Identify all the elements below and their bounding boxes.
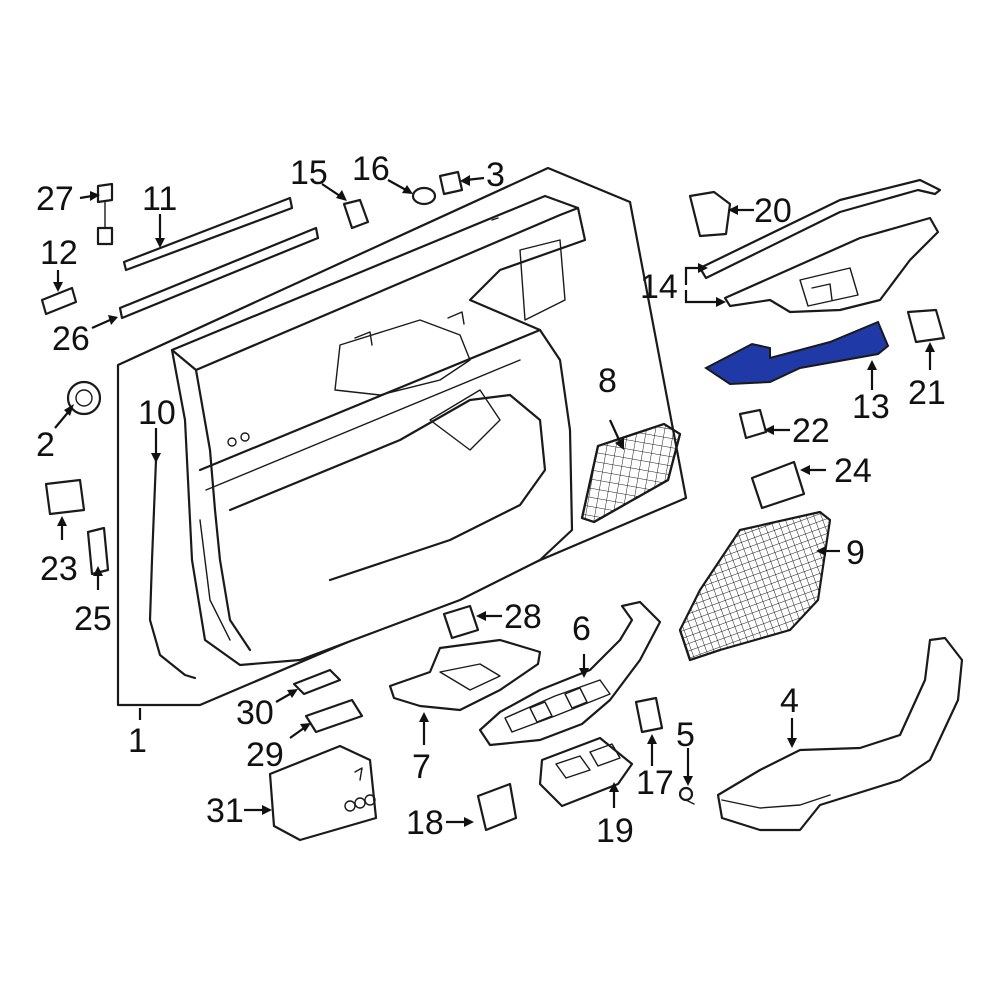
part-25-cover bbox=[86, 526, 110, 576]
upper-trim-strips bbox=[698, 178, 942, 314]
callout-13: 13 bbox=[852, 388, 890, 426]
callout-6: 6 bbox=[572, 610, 591, 648]
callout-10: 10 bbox=[138, 394, 176, 432]
callout-23: 23 bbox=[40, 550, 78, 588]
callout-21: 21 bbox=[908, 374, 946, 412]
callout-17: 17 bbox=[636, 764, 674, 802]
callout-9: 9 bbox=[846, 534, 865, 572]
part-27-connector bbox=[96, 182, 114, 246]
callout-4: 4 bbox=[780, 682, 799, 720]
callout-8: 8 bbox=[598, 362, 617, 400]
callout-18: 18 bbox=[406, 804, 444, 842]
leader-lines bbox=[53, 175, 935, 827]
callout-1: 1 bbox=[128, 722, 147, 760]
callout-22: 22 bbox=[792, 412, 830, 450]
part-28-clip bbox=[442, 604, 480, 640]
callout-labels: 1 2 3 4 5 6 7 8 9 10 11 12 13 14 15 16 1… bbox=[36, 150, 946, 850]
part-24-bezel bbox=[750, 460, 806, 510]
part-16-plug bbox=[411, 186, 437, 206]
part-17-switch bbox=[634, 696, 664, 734]
callout-20: 20 bbox=[754, 192, 792, 230]
callout-30: 30 bbox=[236, 694, 274, 732]
window-switch-panel bbox=[478, 600, 662, 747]
door-panel-assembly bbox=[116, 166, 688, 707]
callout-24: 24 bbox=[834, 452, 872, 490]
highlighted-armrest-trim bbox=[704, 320, 890, 386]
callout-31: 31 bbox=[206, 792, 244, 830]
callout-7: 7 bbox=[412, 748, 431, 786]
part-21-bracket bbox=[906, 308, 946, 344]
callout-29: 29 bbox=[246, 736, 284, 774]
seal-strip bbox=[148, 458, 197, 680]
callout-27: 27 bbox=[36, 180, 74, 218]
callout-5: 5 bbox=[676, 716, 695, 754]
part-11-strip bbox=[122, 196, 294, 272]
callout-28: 28 bbox=[504, 598, 542, 636]
armrest-bracket bbox=[388, 638, 542, 712]
switch-block bbox=[538, 736, 634, 808]
part-20-switch bbox=[688, 190, 732, 238]
armrest-pad bbox=[716, 636, 964, 832]
part-15-clip bbox=[342, 198, 370, 230]
part-26-strip bbox=[118, 226, 320, 320]
control-module bbox=[268, 744, 378, 842]
callout-11: 11 bbox=[142, 180, 177, 218]
callout-26: 26 bbox=[52, 320, 90, 358]
part-23-switch bbox=[44, 478, 86, 516]
callout-15: 15 bbox=[290, 154, 328, 192]
part-22-knob bbox=[738, 408, 768, 440]
speaker-grille bbox=[580, 422, 682, 524]
callout-19: 19 bbox=[596, 812, 634, 850]
callout-2: 2 bbox=[36, 426, 55, 464]
callout-12: 12 bbox=[40, 234, 78, 272]
part-3-clip bbox=[438, 170, 464, 196]
part-30-lens bbox=[292, 668, 342, 696]
part-29-lamp bbox=[304, 698, 364, 734]
part-5-screw bbox=[678, 786, 695, 805]
part-18-switch bbox=[476, 782, 518, 832]
callout-3: 3 bbox=[486, 156, 505, 194]
callout-16: 16 bbox=[352, 150, 390, 188]
callout-14: 14 bbox=[640, 268, 678, 306]
callout-25: 25 bbox=[74, 600, 112, 638]
storage-net bbox=[678, 510, 832, 662]
part-12-label bbox=[40, 286, 78, 316]
part-2-grommet bbox=[66, 380, 102, 416]
